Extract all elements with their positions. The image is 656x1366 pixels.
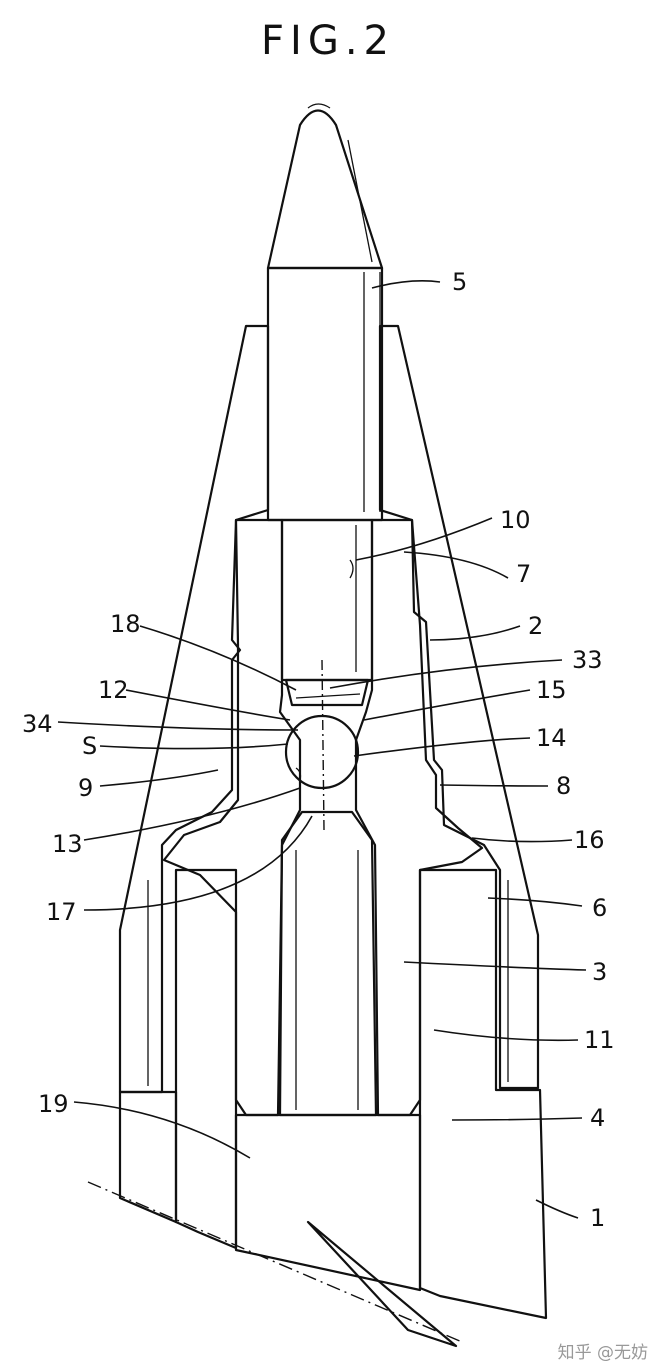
label-11: 11 bbox=[584, 1026, 615, 1054]
front-barrel-part-2 bbox=[118, 324, 540, 1094]
label-33: 33 bbox=[572, 646, 603, 674]
label-7: 7 bbox=[516, 560, 531, 588]
writing-tip-part-5 bbox=[266, 103, 384, 522]
label-8: 8 bbox=[556, 772, 571, 800]
leader-lines bbox=[57, 280, 587, 1219]
label-4: 4 bbox=[590, 1104, 605, 1132]
label-S: S bbox=[82, 732, 97, 760]
watermark: 知乎 @无妨 bbox=[558, 1343, 648, 1363]
ink-chamber-part-19 bbox=[234, 1113, 458, 1348]
label-12: 12 bbox=[98, 676, 129, 704]
label-13: 13 bbox=[52, 830, 83, 858]
label-34: 34 bbox=[22, 710, 53, 738]
inner-holder-part-3 bbox=[162, 518, 484, 1117]
figure-title: FIG.2 bbox=[261, 18, 395, 64]
label-19: 19 bbox=[38, 1090, 69, 1118]
label-16: 16 bbox=[574, 826, 605, 854]
section-line bbox=[87, 1181, 463, 1343]
reference-labels: 5 10 7 2 33 18 15 12 14 34 S 8 9 16 13 6… bbox=[22, 268, 615, 1232]
label-10: 10 bbox=[500, 506, 531, 534]
ball-valve-part-14 bbox=[284, 714, 360, 790]
label-9: 9 bbox=[78, 774, 93, 802]
label-3: 3 bbox=[592, 958, 607, 986]
label-2: 2 bbox=[528, 612, 543, 640]
label-15: 15 bbox=[536, 676, 567, 704]
label-18: 18 bbox=[110, 610, 141, 638]
label-17: 17 bbox=[46, 898, 77, 926]
ink-core-part-4 bbox=[118, 868, 548, 1320]
label-5: 5 bbox=[452, 268, 467, 296]
label-1: 1 bbox=[590, 1204, 605, 1232]
label-14: 14 bbox=[536, 724, 567, 752]
label-6: 6 bbox=[592, 894, 607, 922]
